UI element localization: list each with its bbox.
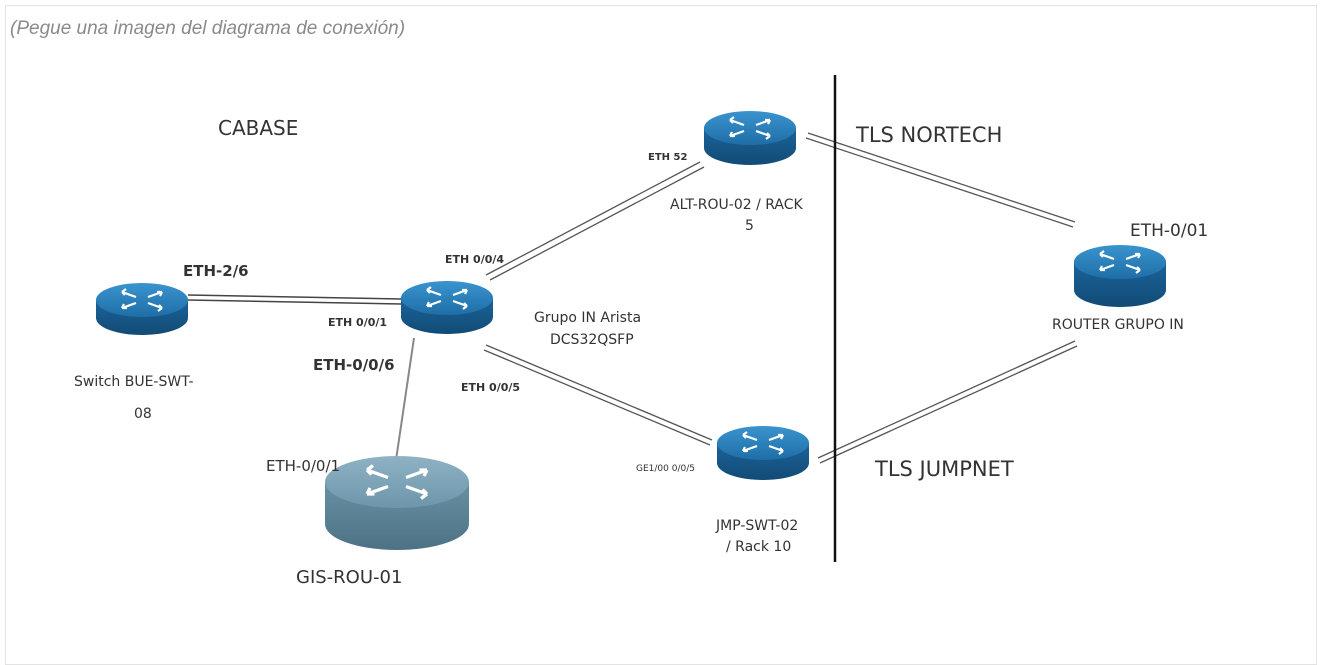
- link-arista-gis: [395, 337, 415, 461]
- link-switch-arista: [187, 294, 403, 305]
- device-name: DCS32QSFP: [550, 332, 634, 348]
- port-label: GE1/00 0/0/5: [636, 464, 695, 474]
- link-arista-jmp: [483, 344, 713, 446]
- device-name: Grupo IN Arista: [534, 310, 641, 326]
- port-label: ETH-2/6: [183, 262, 249, 280]
- link-alt-router-grupo: [805, 132, 1076, 228]
- router-icon: [401, 281, 493, 334]
- router-icon: [704, 111, 796, 165]
- port-label: ETH 0/0/1: [328, 316, 387, 329]
- port-label: ETH 0/0/5: [461, 381, 520, 394]
- link-arista-alt: [485, 161, 705, 281]
- router-icon: [717, 426, 809, 480]
- router-icon: [325, 456, 469, 550]
- device-name: ALT-ROU-02 / RACK: [670, 197, 804, 213]
- zone-label-tls-jumpnet: TLS JUMPNET: [874, 457, 1014, 481]
- link-jmp-router-grupo: [817, 340, 1078, 464]
- router-icon: [1074, 245, 1166, 307]
- port-label: ETH 52: [648, 152, 687, 163]
- router-icon: [96, 283, 188, 335]
- paste-image-caption: (Pegue una imagen del diagrama de conexi…: [10, 18, 406, 39]
- device-name: 08: [134, 406, 152, 422]
- port-label: ETH 0/0/4: [445, 253, 504, 266]
- port-label: ETH-0/0/6: [313, 356, 395, 374]
- device-name: GIS-ROU-01: [296, 567, 402, 588]
- device-name: / Rack 10: [726, 539, 791, 555]
- zone-label-tls-nortech: TLS NORTECH: [855, 123, 1002, 147]
- device-name: Switch BUE-SWT-: [74, 374, 194, 390]
- device-name: ROUTER GRUPO IN: [1052, 317, 1184, 333]
- port-label: ETH-0/0/1: [266, 457, 340, 475]
- device-name: 5: [745, 218, 754, 234]
- device-name: JMP-SWT-02: [715, 518, 798, 534]
- zone-label-cabase: CABASE: [218, 116, 298, 140]
- port-label: ETH-0/01: [1130, 221, 1208, 241]
